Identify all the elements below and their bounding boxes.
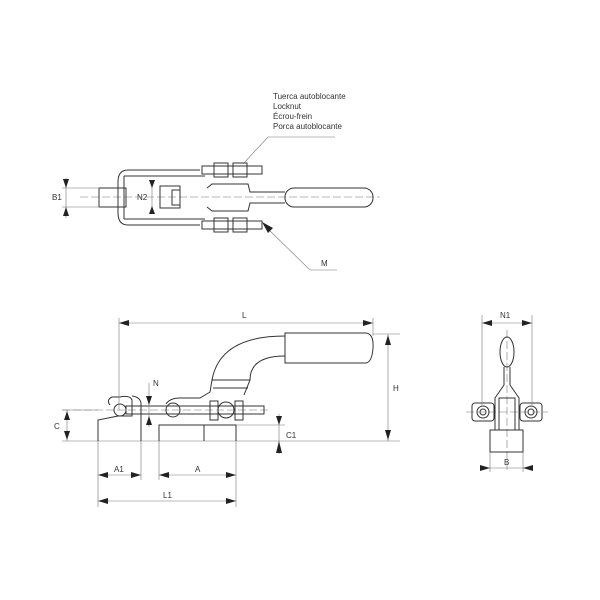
locknut-label-es: Tuerca autoblocante [273,92,346,101]
dim-l-label: L [242,311,247,320]
dim-c-label: C [54,422,60,431]
end-view: N1 B [466,311,548,472]
top-view: B1 N2 Tuerca autoblocante Locknut Écrou-… [52,92,380,271]
dim-n-label: N [153,379,159,388]
dim-c1-label: C1 [286,431,297,440]
dim-a-label: A [195,465,201,474]
dim-m-label: M [321,259,328,268]
locknut-label-en: Locknut [273,102,302,111]
dim-h-label: H [393,384,399,393]
side-view: L H N C C1 A1 A L1 [54,311,400,507]
locknut-label-fr: Écrou-frein [273,112,312,121]
dim-l1-label: L1 [163,491,172,500]
locknut-label-pt: Porca autoblocante [273,122,342,131]
dim-n2-label: N2 [137,193,148,202]
dim-b-label: B [504,458,509,467]
dim-b1-label: B1 [52,193,62,202]
dim-n1-label: N1 [500,311,511,320]
dim-a1-label: A1 [114,465,124,474]
